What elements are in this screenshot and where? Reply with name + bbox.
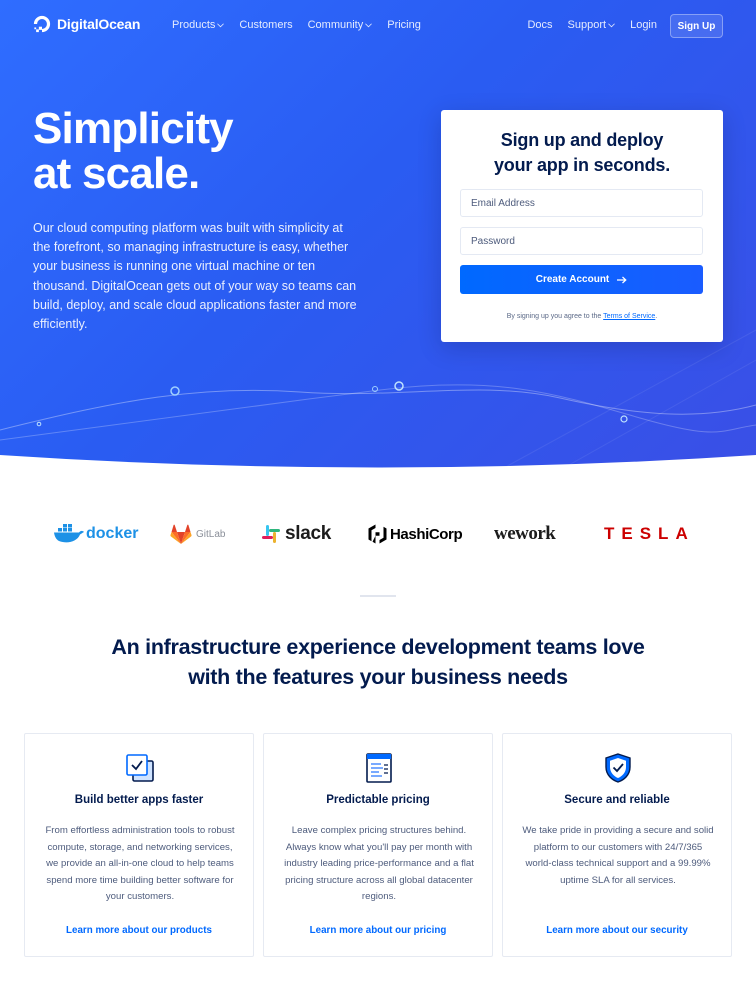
nav-primary-links: Products Customers Community Pricing [172,19,421,31]
learn-more-products-link[interactable]: Learn more about our products [66,925,212,936]
feature-title: Build better apps faster [74,794,204,806]
top-navigation: DigitalOcean Products Customers Communit… [0,0,756,52]
feature-card-build: Build better apps faster From effortless… [24,733,254,957]
tesla-wordmark: TESLA [604,524,695,543]
gitlab-wordmark: GitLab [196,528,226,540]
terms-of-service-link[interactable]: Terms of Service [603,313,656,320]
brand-name: DigitalOcean [57,16,141,32]
features-section-title: An infrastructure experience development… [60,632,696,692]
customer-logo-gitlab: GitLab [170,516,225,552]
email-placeholder: Email Address [471,197,535,209]
feature-card-pricing: Predictable pricing Leave complex pricin… [263,733,493,957]
chevron-down-icon [217,22,225,27]
nav-login[interactable]: Login [630,19,657,31]
slack-wordmark: slack [285,523,332,544]
customer-logo-slack: slack [261,516,331,552]
nav-signup-button[interactable]: Sign Up [670,14,723,38]
hero-title-line2: at scale. [33,149,200,198]
create-account-button[interactable]: Create Account [460,265,703,294]
feature-card-security: Secure and reliable We take pride in pro… [502,733,732,957]
password-field[interactable]: Password [460,227,703,255]
customer-logo-docker: docker [53,516,138,552]
digitalocean-logo-icon [33,15,51,33]
terms-notice: By signing up you agree to the Terms of … [441,313,723,320]
nav-docs[interactable]: Docs [527,19,552,31]
nav-support-label: Support [567,19,607,31]
section-title-line1: An infrastructure experience development… [111,635,645,659]
email-field[interactable]: Email Address [460,189,703,217]
signup-title-line2: your app in seconds. [493,155,671,175]
nav-customers-label: Customers [239,19,293,31]
signup-card: Sign up and deploy your app in seconds. [441,110,723,342]
hero-title-line1: Simplicity [33,104,234,153]
shield-check-icon [605,753,631,783]
slack-hash-icon [262,525,280,543]
arrow-right-icon [617,276,627,283]
hashicorp-wordmark: HashiCorp [390,525,463,543]
chevron-down-icon [608,22,615,27]
signup-card-title: Sign up and deploy your app in seconds. [441,128,723,178]
hero-title: Simplicity at scale. [33,104,234,198]
create-account-label: Create Account [535,274,610,285]
nav-products-label: Products [172,19,216,31]
feature-description: From effortless administration tools to … [45,825,235,903]
feature-title: Predictable pricing [326,794,430,806]
nav-pricing-label: Pricing [387,19,421,31]
nav-community-label: Community [307,19,364,31]
docker-whale-icon [54,524,84,543]
nav-pricing[interactable]: Pricing [387,19,421,31]
nav-customers[interactable]: Customers [239,19,292,31]
docker-wordmark: docker [86,525,139,542]
terms-prefix: By signing up you agree to the [506,313,602,320]
signup-title-line1: Sign up and deploy [500,130,664,150]
hashicorp-icon [368,524,387,544]
nav-products[interactable]: Products [172,19,225,31]
terms-suffix: . [655,313,658,320]
customer-logos: docker GitLab slack HashiCorp wework TES… [0,516,756,552]
nav-docs-label: Docs [527,19,553,31]
learn-more-pricing-link[interactable]: Learn more about our pricing [309,925,447,936]
brand-logo[interactable]: DigitalOcean [33,15,140,33]
customer-logo-tesla: TESLA [604,516,695,552]
customer-logo-hashicorp: HashiCorp [368,516,463,552]
chevron-down-icon [365,22,373,27]
section-divider [360,595,396,597]
hero-description: Our cloud computing platform was built w… [33,221,357,332]
feature-description: We take pride in providing a secure and … [522,825,714,886]
learn-more-security-link[interactable]: Learn more about our security [546,925,688,936]
feature-title: Secure and reliable [564,794,670,806]
section-title-line2: with the features your business needs [188,665,568,689]
nav-support[interactable]: Support [568,19,616,31]
wework-wordmark: wework [494,523,556,544]
nav-login-label: Login [630,19,657,31]
nav-community[interactable]: Community [308,19,373,31]
hero-decorative-waves [0,329,756,470]
layers-check-icon [126,754,154,782]
gitlab-fox-icon [170,524,192,544]
password-placeholder: Password [471,235,515,247]
pricing-sheet-icon [366,753,392,783]
feature-description: Leave complex pricing structures behind.… [284,825,474,903]
customer-logo-wework: wework [494,516,556,552]
nav-secondary-links: Docs Support Login [527,19,657,31]
